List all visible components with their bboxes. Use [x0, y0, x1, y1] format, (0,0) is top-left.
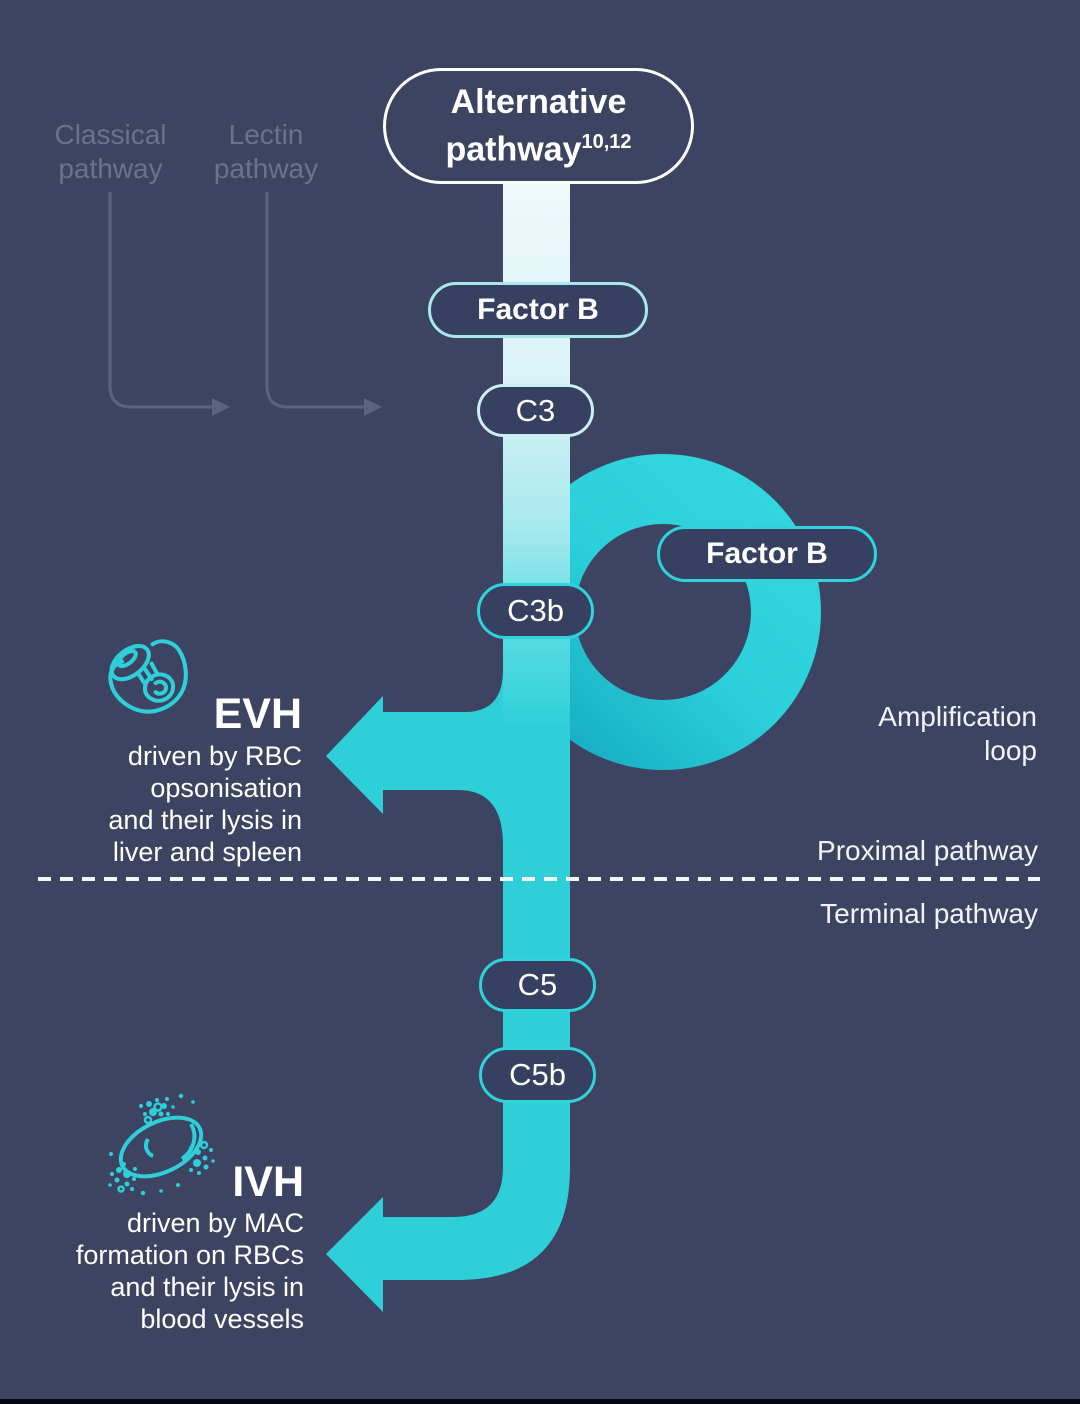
- factor-b-loop-node: Factor B: [657, 526, 877, 582]
- c3b-label: C3b: [507, 593, 564, 628]
- factor-b-top-node: Factor B: [428, 282, 648, 338]
- phagocytosis-icon: [108, 639, 188, 714]
- mac-rbc-icon: [108, 1093, 215, 1196]
- c5-node: C5: [479, 958, 596, 1012]
- c5-label: C5: [517, 967, 558, 1002]
- factor-b-loop-label: Factor B: [706, 537, 828, 570]
- terminal-pathway-label: Terminal pathway: [820, 898, 1038, 929]
- mac-cluster-right: [189, 1140, 215, 1175]
- c3-node: C3: [477, 384, 594, 437]
- ivh-arrow: [326, 1100, 570, 1312]
- bottom-edge-bar: [0, 1399, 1080, 1404]
- alternative-pathway-node: Alternative pathway10,12: [383, 68, 694, 184]
- mac-scatter-dots: [109, 1093, 195, 1196]
- proximal-pathway-label: Proximal pathway: [817, 835, 1038, 866]
- lectin-connector-arrow: [265, 192, 382, 416]
- c5b-label: C5b: [509, 1057, 566, 1092]
- c3-label: C3: [515, 392, 556, 428]
- evh-heading: EVH: [213, 690, 302, 738]
- evh-arrow: [326, 670, 503, 845]
- factor-b-top-label: Factor B: [477, 293, 599, 326]
- mac-cluster-bottom-left: [108, 1162, 137, 1193]
- amplification-loop-label: Amplification loop: [878, 701, 1037, 766]
- evh-description: driven by RBC opsonisation and their lys…: [108, 741, 302, 867]
- lectin-pathway-label: Lectin pathway: [213, 119, 319, 184]
- alternative-pathway-label: Alternative pathway10,12: [445, 83, 632, 169]
- c5b-node: C5b: [479, 1047, 596, 1103]
- c3b-node: C3b: [477, 583, 594, 639]
- mac-cluster-top: [139, 1097, 175, 1125]
- classical-pathway-label: Classical pathway: [54, 119, 167, 184]
- classical-connector-arrow: [108, 192, 230, 416]
- ivh-heading: IVH: [232, 1158, 304, 1206]
- ivh-description: driven by MAC formation on RBCs and thei…: [75, 1208, 304, 1334]
